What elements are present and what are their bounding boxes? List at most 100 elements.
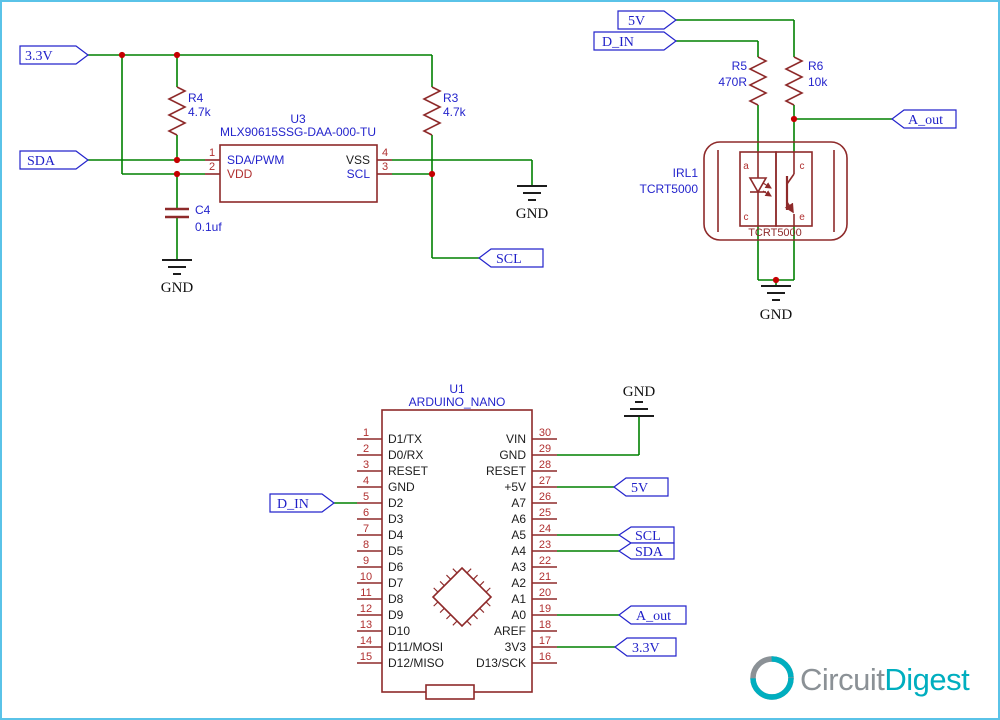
chip-pin-tick (485, 587, 491, 593)
port-a-out-arduino: A_out (618, 605, 687, 625)
arduino-pin-number: 14 (360, 635, 372, 647)
chip-pin-tick (472, 614, 478, 620)
gnd-label: GND (161, 280, 194, 296)
gnd-symbol-c4: GND (161, 259, 194, 296)
arduino-pin-name: D4 (388, 528, 404, 542)
sensor-pin-letter: c (744, 212, 749, 223)
chip-pin-tick (472, 574, 478, 580)
chip-pin-tick (485, 601, 491, 607)
port-shape (614, 637, 677, 657)
port-3v3-arduino: 3.3V (614, 637, 677, 657)
sensor-pin-letter: c (800, 161, 805, 172)
port-sda-arduino: SDA (617, 542, 675, 560)
port-label: D_IN (277, 497, 309, 512)
chip-pin-tick (452, 568, 458, 574)
port-shape (478, 248, 544, 268)
chip-pin-tick (446, 614, 452, 620)
chip-pin-tick (452, 620, 458, 626)
arduino-pin-name: D7 (388, 576, 404, 590)
port-scl-arduino: SCL (617, 526, 675, 544)
resistor-r4: R4 4.7k (167, 86, 212, 136)
port-a-out-tcrt: A_out (891, 109, 957, 129)
arduino-pin-number: 11 (360, 587, 371, 599)
arduino-pin-name: GND (499, 448, 526, 462)
ic-part-number: MLX90615SSG-DAA-000-TU (220, 125, 376, 139)
arduino-pin-number: 10 (360, 571, 372, 583)
arduino-pin-name: D8 (388, 592, 404, 606)
arduino-pin-number: 19 (539, 603, 551, 615)
port-shape (593, 31, 677, 51)
sensor-body-label: TCRT5000 (748, 227, 802, 239)
arduino-pin-name: RESET (486, 464, 527, 478)
arduino-pin-number: 20 (539, 587, 551, 599)
arduino-pin-name: A1 (511, 592, 526, 606)
port-label: SCL (496, 252, 522, 267)
mcu-chip-icon (431, 566, 493, 628)
port-label: 3.3V (25, 49, 53, 64)
resistor-value: 4.7k (443, 105, 467, 119)
junction-dots-layer (118, 51, 798, 284)
arduino-pin-number: 25 (539, 507, 551, 519)
chip-pin-tick (439, 581, 445, 587)
arduino-pin-name: A2 (511, 576, 526, 590)
ic-pin-number: 4 (382, 147, 388, 159)
chip-pin-tick (479, 581, 485, 587)
chip-pin-tick (466, 568, 472, 574)
port-label: SCL (635, 529, 661, 544)
sensor-outline (703, 141, 848, 241)
sensor-part: TCRT5000 (640, 182, 699, 196)
chip-pin-tick (433, 587, 439, 593)
ic-pin-name: SDA/PWM (227, 153, 284, 167)
arduino-pin-name: D11/MOSI (388, 640, 443, 654)
junction-dot (428, 170, 436, 178)
arduino-pin-name: A0 (511, 608, 526, 622)
arduino-pin-name: A6 (511, 512, 526, 526)
port-shape (19, 150, 89, 170)
chip-pin-tick (479, 607, 485, 613)
gnd-symbol-vss: GND (516, 185, 549, 222)
arduino-pin-number: 26 (539, 491, 551, 503)
ic-body (219, 144, 378, 203)
arduino-pin-number: 7 (363, 523, 369, 535)
circuitdigest-logo: CircuitDigest (750, 656, 971, 700)
port-shape (891, 109, 957, 129)
ic-ref: U3 (290, 112, 306, 126)
junction-dot (173, 156, 181, 164)
arduino-pin-name: AREF (494, 624, 526, 638)
port-label: A_out (636, 609, 671, 624)
arduino-pin-name: D13/SCK (476, 656, 526, 670)
arduino-pin-number: 18 (539, 619, 551, 631)
gnd-label: GND (516, 206, 549, 222)
arduino-pin-name: +5V (504, 480, 526, 494)
arduino-pin-number: 8 (363, 539, 369, 551)
arduino-pin-name: A4 (511, 544, 526, 558)
sensor-pin-letter: a (743, 161, 749, 172)
arduino-pin-name: GND (388, 480, 415, 494)
port-5v-arduino: 5V (613, 477, 669, 497)
port-shape (617, 542, 675, 560)
junction-dot (790, 115, 798, 123)
port-label: SDA (27, 154, 56, 169)
port-5v-tcrt: 5V (617, 10, 677, 30)
gnd-symbol-arduino: GND (623, 384, 655, 417)
arduino-pin-name: D5 (388, 544, 404, 558)
port-label: SDA (635, 545, 664, 560)
transistor-emitter (784, 201, 794, 214)
arduino-pin-number: 4 (363, 475, 369, 487)
chip-pin-tick (446, 574, 452, 580)
arduino-pin-name: D1/TX (388, 432, 422, 446)
arduino-pin-number: 21 (539, 571, 551, 583)
sensor-ref: IRL1 (673, 166, 699, 180)
port-label: A_out (908, 113, 943, 128)
junction-dot (173, 51, 181, 59)
port-shape (618, 605, 687, 625)
resistor-r3: R3 4.7k (422, 86, 467, 136)
arduino-pin-number: 2 (363, 443, 369, 455)
arduino-pin-number: 23 (539, 539, 551, 551)
logo-word-digest: Digest (884, 662, 970, 697)
ic-pin-name: VDD (227, 167, 253, 181)
wires-layer (88, 19, 892, 648)
gnd-symbol-tcrt: GND (760, 285, 792, 323)
port-shape (617, 10, 677, 30)
junction-dot (173, 170, 181, 178)
